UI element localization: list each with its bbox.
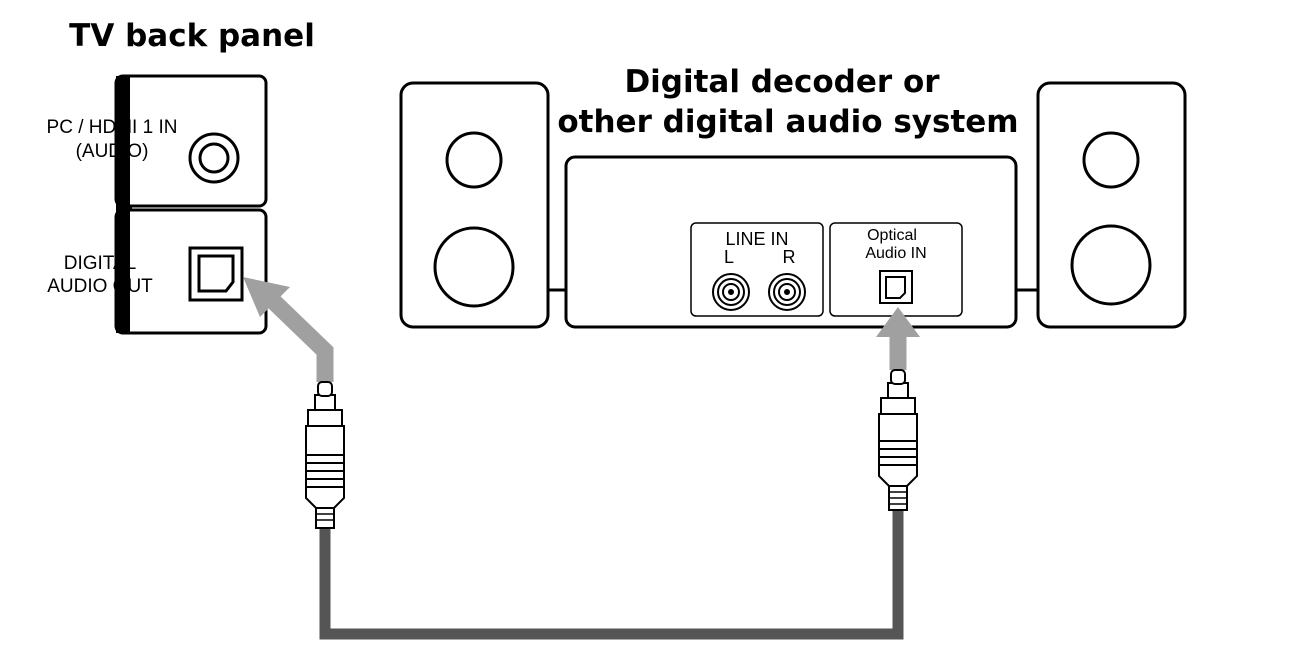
right-speaker — [1036, 81, 1187, 329]
line-in-label: LINE IN — [725, 229, 788, 249]
decoder-title-line1: Digital decoder or — [624, 64, 940, 100]
hdmi-in-label-line1: PC / HDMI 1 IN — [47, 117, 178, 138]
digital-out-label-line2: AUDIO OUT — [47, 276, 153, 297]
decoder-title-line2: other digital audio system — [557, 104, 1018, 140]
optical-in-label-line2: Audio IN — [865, 245, 926, 262]
optical-in-label-line1: Optical — [867, 227, 917, 244]
tv-panel-edge-cover — [116, 76, 130, 333]
left-speaker — [399, 81, 550, 329]
decoder-optical-port — [879, 270, 913, 304]
tv-panel-title: TV back panel — [69, 18, 315, 54]
hdmi-audio-jack — [188, 132, 240, 184]
line-in-right-jack — [768, 273, 806, 311]
arrow-to-decoder-input — [876, 307, 920, 370]
optical-cable — [319, 510, 904, 640]
line-in-left-jack — [712, 273, 750, 311]
line-in-right-label: R — [783, 247, 796, 267]
decoder-side-optical-plug — [878, 369, 918, 511]
hdmi-in-label-line2: (AUDIO) — [76, 141, 149, 162]
arrow-to-tv-output — [243, 277, 334, 382]
line-in-left-label: L — [724, 247, 734, 267]
digital-out-label-line1: DIGITAL — [64, 253, 137, 274]
tv-side-optical-plug — [305, 381, 345, 529]
tv-optical-port — [188, 246, 244, 302]
